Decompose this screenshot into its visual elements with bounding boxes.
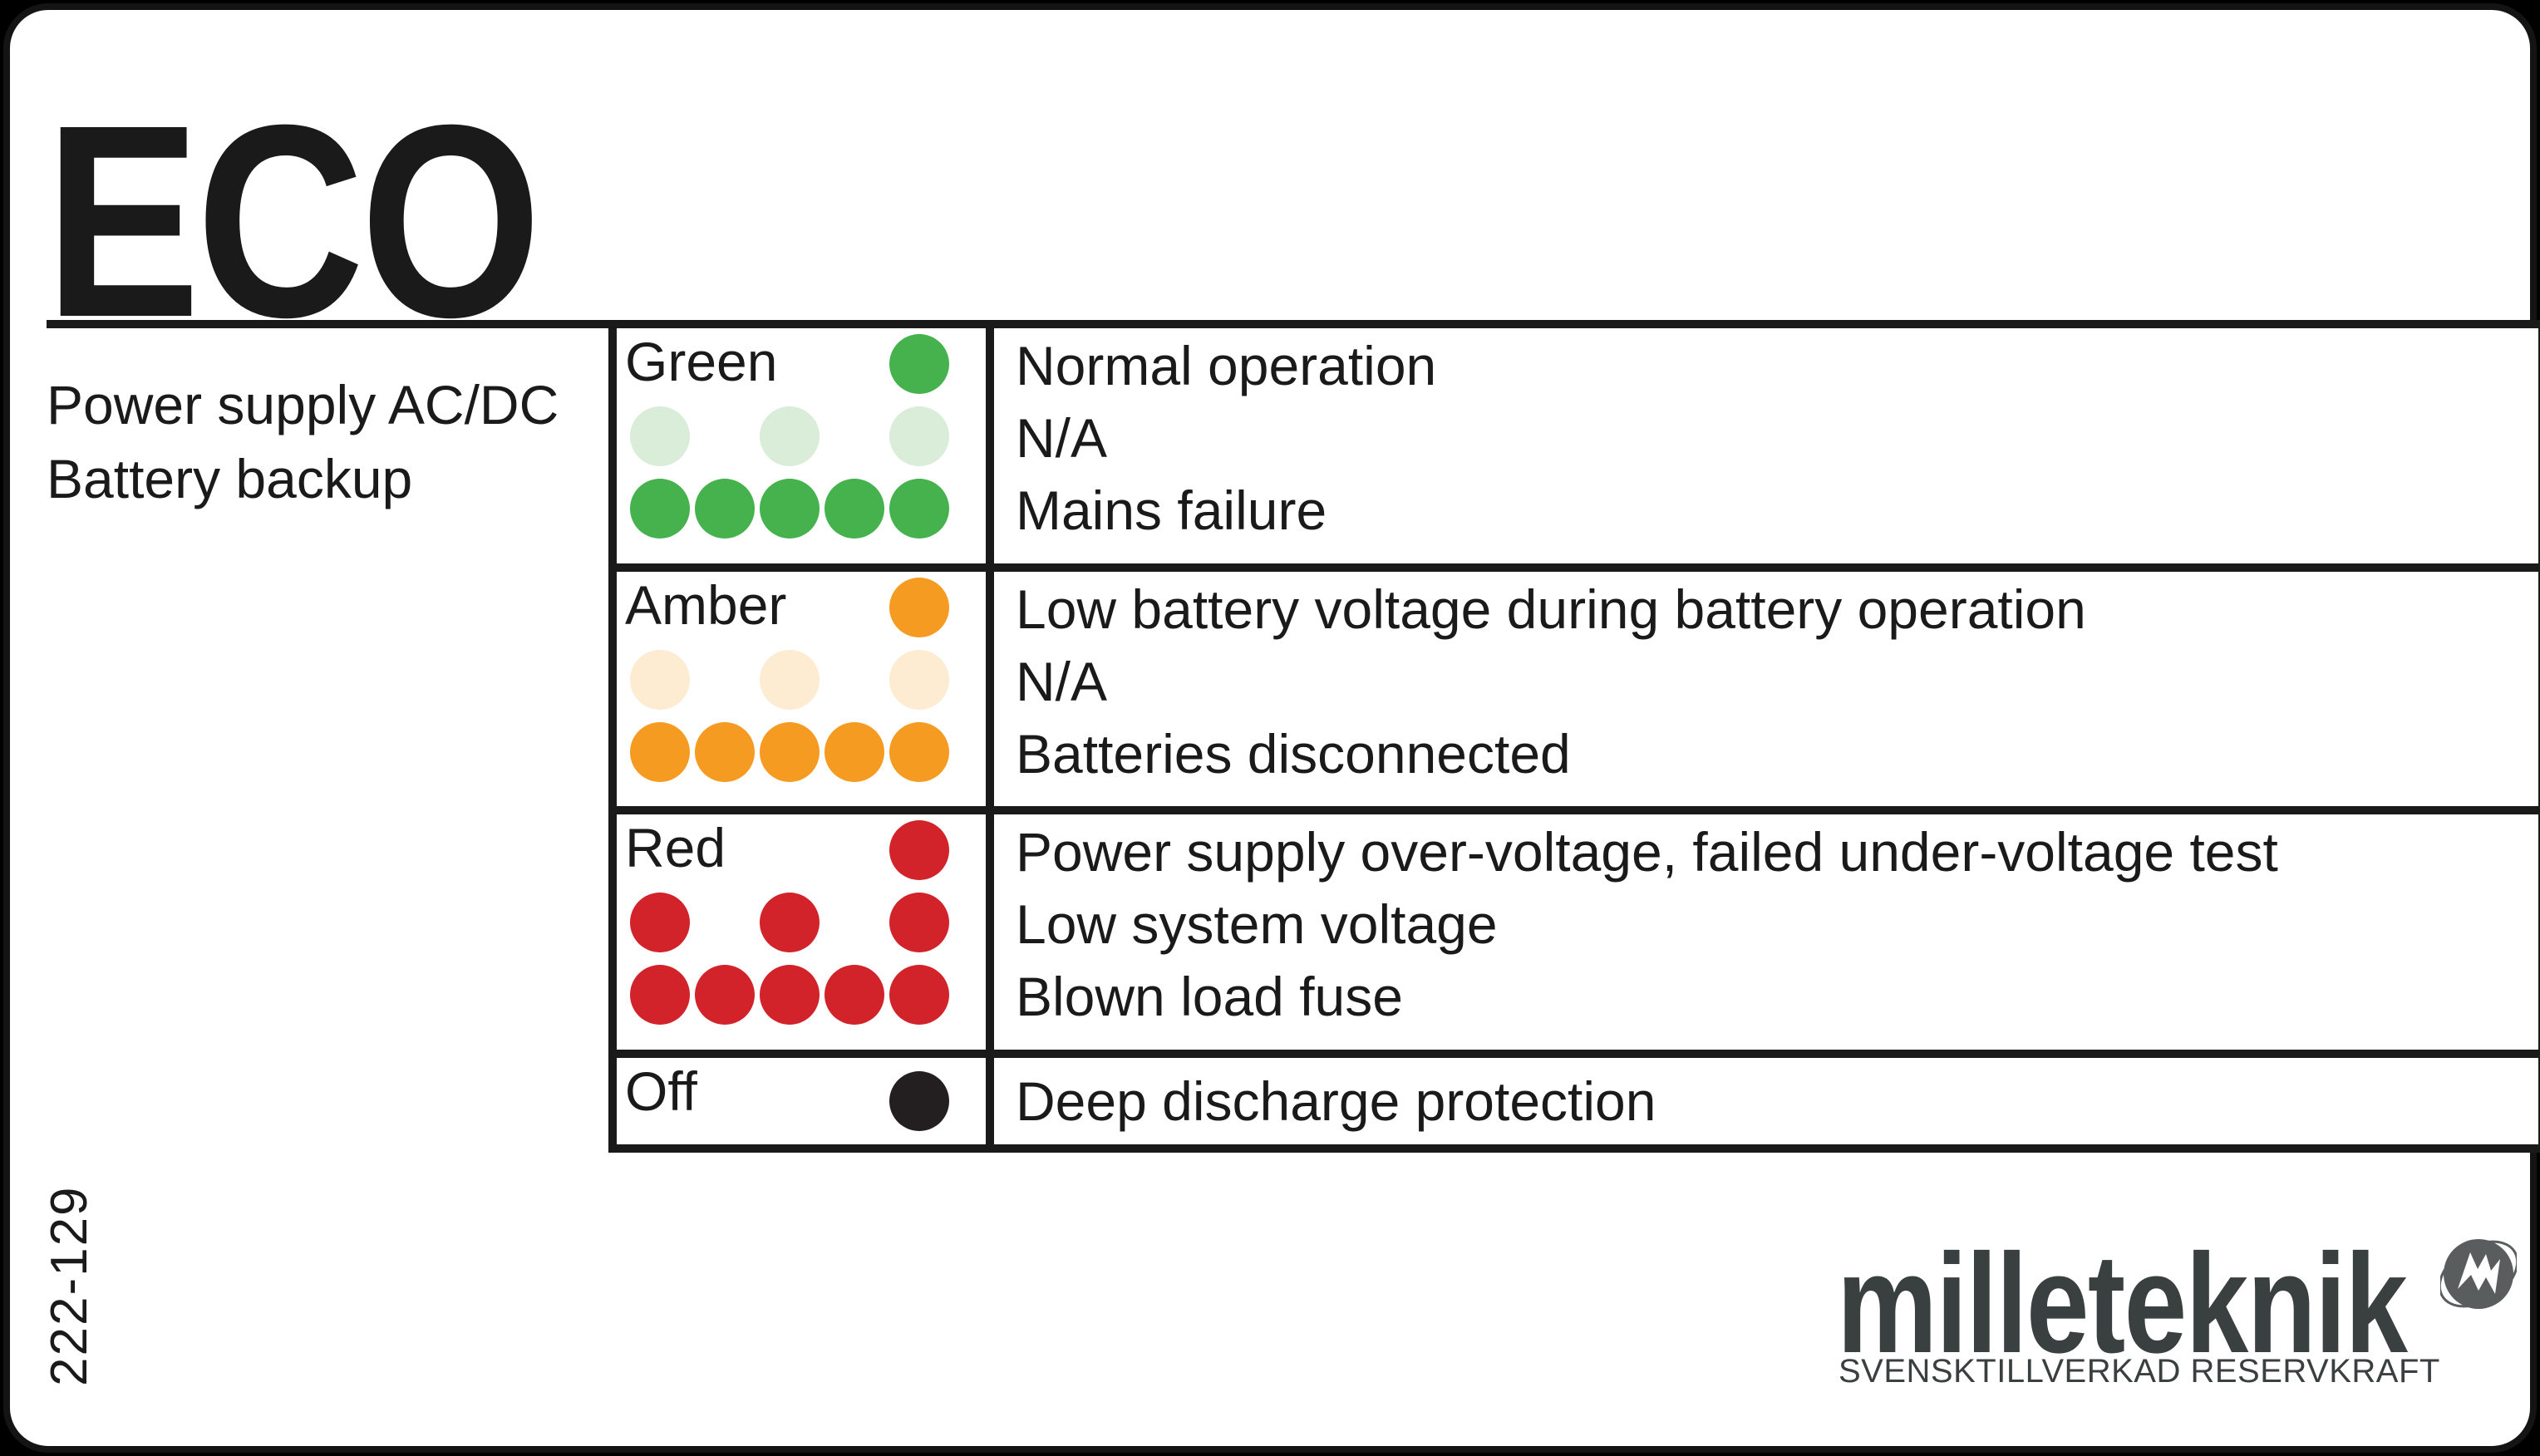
header-rule [47,320,608,328]
led-cell-green: Green [617,328,994,563]
part-number: 222-129 [41,1185,98,1386]
led-dot-blink-icon [760,406,820,466]
status-description: Low system voltage [1016,893,1498,955]
led-dot-blink-icon [889,406,949,466]
status-description: Normal operation [1016,335,1437,396]
led-dot-steady-icon [889,820,949,880]
product-subtitle: Power supply AC/DC Battery backup [47,368,559,516]
table-row-amber: Amber Low battery voltage during battery… [617,563,2538,806]
led-dot-steady-icon [889,334,949,394]
led-dot-blink-icon [630,893,690,952]
led-dot-fast-icon [825,722,884,782]
led-dot-fast-icon [825,479,884,539]
lightning-mark-icon [2440,1239,2517,1309]
led-dot-blink-icon [760,650,820,710]
brand-tagline: SVENSKTILLVERKAD RESERVKRAFT [1839,1353,2440,1390]
led-dot-fast-icon [760,722,820,782]
led-dot-fast-icon [889,965,949,1025]
brand-name: milleteknik [1837,1225,2408,1383]
subtitle-line-2: Battery backup [47,448,413,509]
led-dot-fast-icon [760,965,820,1025]
led-cell-red: Red [617,814,994,1050]
status-description: N/A [1016,407,1108,469]
led-dot-blink-icon [630,406,690,466]
led-dot-fast-icon [630,965,690,1025]
led-color-label: Amber [625,574,787,636]
led-dot-fast-icon [695,965,755,1025]
status-description: N/A [1016,651,1108,712]
status-description: Blown load fuse [1016,966,1403,1027]
status-description: Power supply over-voltage, failed under-… [1016,821,2278,883]
brand-logo: milleteknik SVENSKTILLVERKAD RESERVKRAFT [1837,1233,2535,1424]
status-description: Batteries disconnected [1016,723,1571,785]
led-dot-fast-icon [825,965,884,1025]
led-dot-fast-icon [760,479,820,539]
led-dot-fast-icon [630,722,690,782]
led-dot-fast-icon [695,479,755,539]
desc-cell-off: Deep discharge protection [994,1058,2538,1144]
subtitle-line-1: Power supply AC/DC [47,374,559,435]
led-dot-off-icon [889,1071,949,1131]
led-dot-fast-icon [695,722,755,782]
table-row-green: Green Normal operation N/A Mains failure [617,328,2538,563]
led-dot-blink-icon [889,893,949,952]
status-description: Low battery voltage during battery opera… [1016,578,2086,640]
led-dot-blink-icon [760,893,820,952]
led-status-table: Green Normal operation N/A Mains failure… [608,320,2540,1153]
led-dot-blink-icon [889,650,949,710]
desc-cell-green: Normal operation N/A Mains failure [994,328,2538,563]
table-row-off: Off Deep discharge protection [617,1050,2538,1144]
status-description: Mains failure [1016,480,1327,541]
led-color-label: Green [625,331,778,392]
desc-cell-amber: Low battery voltage during battery opera… [994,572,2538,806]
table-row-red: Red Power supply over-voltage, failed un… [617,806,2538,1050]
led-dot-blink-icon [630,650,690,710]
led-dot-steady-icon [889,578,949,637]
led-color-label: Off [625,1060,697,1122]
led-dot-fast-icon [889,479,949,539]
led-dot-fast-icon [889,722,949,782]
status-description: Deep discharge protection [1016,1070,1656,1132]
desc-cell-red: Power supply over-voltage, failed under-… [994,814,2538,1050]
led-color-label: Red [625,817,726,878]
led-cell-off: Off [617,1058,994,1144]
led-cell-amber: Amber [617,572,994,806]
led-dot-fast-icon [630,479,690,539]
product-name: ECO [45,67,542,374]
